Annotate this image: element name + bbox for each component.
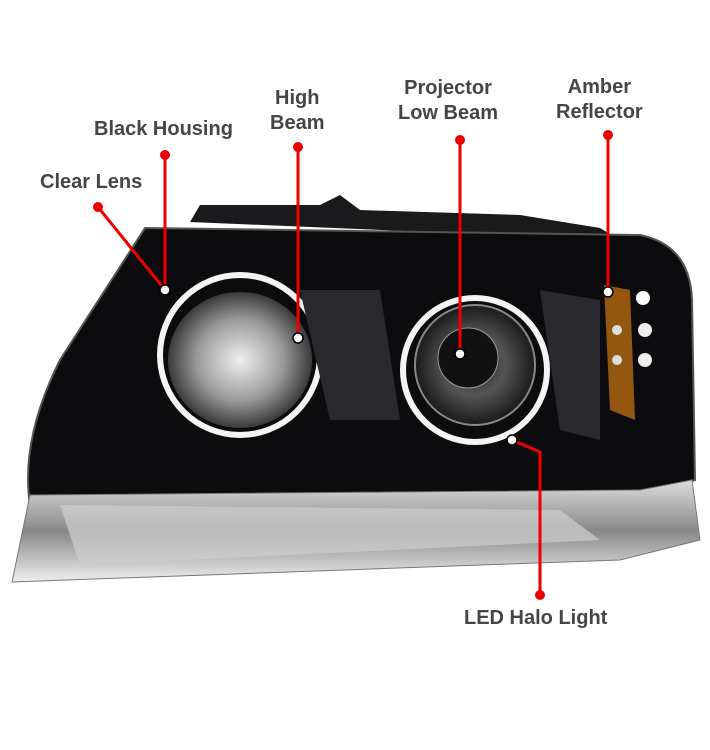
amber-reflector — [604, 285, 635, 420]
label-line: Reflector — [556, 101, 643, 123]
callout-lines — [96, 135, 610, 595]
label-line: Projector — [404, 77, 492, 99]
label-amber-reflector: Amber Reflector — [556, 75, 643, 125]
label-projector-low-beam: Projector Low Beam — [398, 76, 498, 126]
callout-target-dots — [159, 284, 614, 446]
label-line: Beam — [270, 112, 325, 134]
label-line: High — [275, 87, 320, 109]
label-line: Low Beam — [398, 102, 499, 124]
label-high-beam: High Beam — [270, 86, 324, 136]
led-dots — [612, 291, 652, 367]
label-black-housing: Black Housing — [94, 118, 233, 140]
label-led-halo-light: LED Halo Light — [464, 607, 608, 629]
label-line: Amber — [567, 76, 632, 98]
label-clear-lens: Clear Lens — [40, 171, 143, 193]
led-halo-ring — [400, 295, 550, 445]
callout-dots — [93, 130, 613, 600]
high-beam-reflector — [168, 292, 312, 428]
